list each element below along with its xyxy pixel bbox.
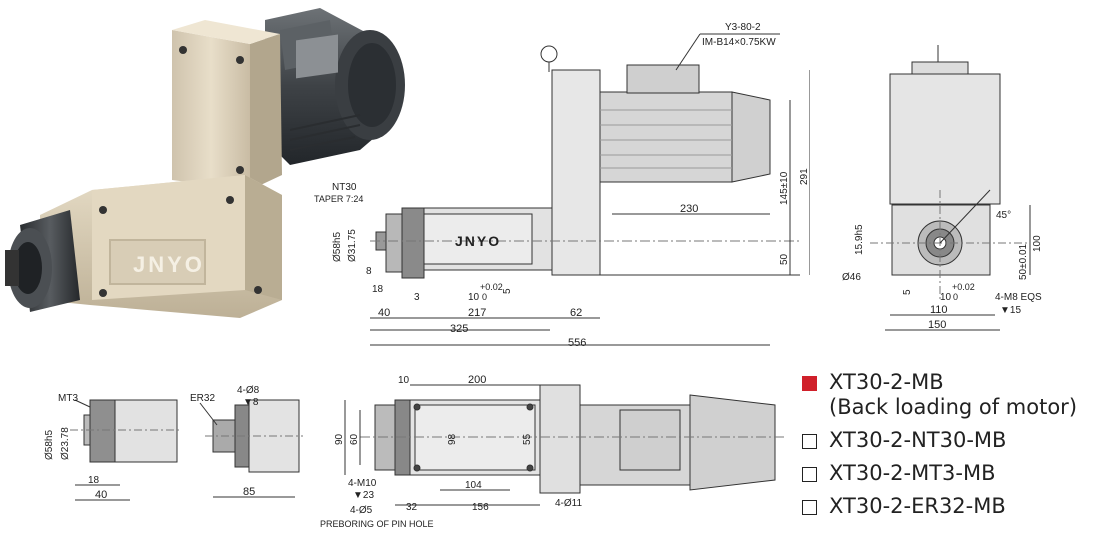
photo-brand: JNYO	[133, 252, 205, 277]
dim-18: 18	[372, 284, 384, 295]
mt3-dim-58: Ø58h5	[44, 430, 55, 460]
side-dim-45: 45°	[996, 210, 1011, 221]
front-view-drawing: Y3-80-2 IM-B14×0.75KW NT30 TAPER 7:24 JN…	[314, 22, 810, 349]
dim-10-tol-lo: 0	[482, 292, 487, 302]
side-view-drawing: 45° 15.9h5 100 50±0.01 Ø46 5 10 +0.02 0 …	[842, 45, 1043, 331]
top-view-drawing: 10 200 90 60 98 55 4-M10 ▼23 4-Ø5 32 104…	[320, 374, 785, 529]
legend-item-mt3[interactable]: XT30-2-MT3-MB	[802, 461, 1102, 486]
legend-checkbox-filled[interactable]	[802, 376, 817, 391]
legend-item-er32[interactable]: XT30-2-ER32-MB	[802, 494, 1102, 519]
dim-145: 145±10	[779, 171, 790, 205]
mt3-dim-23: Ø23.78	[60, 427, 71, 460]
legend-label-er32: XT30-2-ER32-MB	[829, 494, 1006, 518]
legend-label-mt3: XT30-2-MT3-MB	[829, 461, 996, 485]
nt30-label: NT30	[332, 182, 357, 193]
side-dim-depth: ▼15	[1000, 305, 1021, 316]
dim-8: 8	[366, 266, 372, 277]
top-dim-98: 98	[447, 433, 458, 445]
side-dim-15-9: 15.9h5	[854, 224, 865, 255]
mt3-dim-18: 18	[88, 475, 100, 486]
dim-3: 3	[414, 292, 420, 303]
motor-label-1: Y3-80-2	[725, 22, 761, 33]
dim-31-75: Ø31.75	[347, 229, 358, 262]
dim-5: 5	[502, 288, 513, 294]
legend-item-nt30[interactable]: XT30-2-NT30-MB	[802, 428, 1102, 453]
dim-556: 556	[568, 337, 586, 349]
legend-checkbox[interactable]	[802, 434, 817, 449]
top-dim-4-11: 4-Ø11	[555, 498, 582, 509]
dim-10: 10	[468, 292, 480, 303]
dim-291: 291	[799, 168, 810, 185]
legend-checkbox[interactable]	[802, 500, 817, 515]
motor-render	[265, 8, 405, 165]
top-preboring: PREBORING OF PIN HOLE	[320, 519, 434, 529]
legend-sub-mb: (Back loading of motor)	[829, 395, 1078, 419]
side-dim-10-tol-lo: 0	[953, 292, 958, 302]
side-dim-110: 110	[930, 304, 948, 316]
housing-render	[172, 20, 282, 190]
mt3-label: MT3	[58, 393, 78, 404]
top-dim-55: 55	[522, 433, 533, 445]
side-dim-10-tol-up: +0.02	[952, 282, 975, 292]
side-dim-46: Ø46	[842, 272, 861, 283]
legend-checkbox[interactable]	[802, 467, 817, 482]
top-dim-10: 10	[398, 375, 410, 386]
legend-item-mb[interactable]: XT30-2-MB (Back loading of motor)	[802, 370, 1102, 420]
spindle-render	[5, 210, 80, 312]
dim-217: 217	[468, 307, 486, 319]
dim-40: 40	[378, 307, 390, 319]
top-dim-90: 90	[334, 433, 345, 445]
dim-325: 325	[450, 323, 468, 335]
side-dim-4m8: 4-M8 EQS	[995, 292, 1042, 303]
dim-58h5: Ø58h5	[332, 232, 343, 262]
dim-62: 62	[570, 307, 582, 319]
legend-label-mb: XT30-2-MB	[829, 370, 944, 394]
dim-10-tol-up: +0.02	[480, 282, 503, 292]
er32-dim-85: 85	[243, 486, 255, 498]
er32-dim-depth: ▼8	[243, 397, 259, 408]
legend-label-nt30: XT30-2-NT30-MB	[829, 428, 1007, 452]
top-dim-depth: ▼23	[353, 490, 374, 501]
er32-dim-4-8: 4-Ø8	[237, 385, 260, 396]
top-dim-60: 60	[349, 433, 360, 445]
top-dim-32: 32	[406, 502, 418, 513]
side-dim-50: 50±0.01	[1018, 243, 1029, 280]
product-photo: JNYO	[5, 8, 405, 318]
head-render: JNYO	[40, 175, 282, 318]
er32-label: ER32	[190, 393, 215, 404]
side-dim-150: 150	[928, 319, 946, 331]
model-legend: XT30-2-MB (Back loading of motor) XT30-2…	[802, 370, 1102, 527]
mt3-view-drawing: MT3 Ø58h5 Ø23.78 18 40	[44, 393, 180, 501]
taper-label: TAPER 7:24	[314, 194, 363, 204]
dim-50: 50	[779, 253, 790, 265]
er32-view-drawing: ER32 4-Ø8 ▼8 85	[190, 385, 303, 498]
top-dim-156: 156	[472, 502, 489, 513]
side-dim-5: 5	[902, 289, 913, 295]
dim-230: 230	[680, 203, 698, 215]
top-dim-4-5: 4-Ø5	[350, 505, 373, 516]
top-dim-4m10: 4-M10	[348, 478, 377, 489]
side-dim-100: 100	[1032, 235, 1043, 252]
motor-label-2: IM-B14×0.75KW	[702, 37, 776, 48]
top-dim-200: 200	[468, 374, 486, 386]
mt3-dim-40: 40	[95, 489, 107, 501]
side-dim-10: 10	[940, 292, 952, 303]
head-brand: JNYO	[455, 233, 501, 249]
top-dim-104: 104	[465, 480, 482, 491]
